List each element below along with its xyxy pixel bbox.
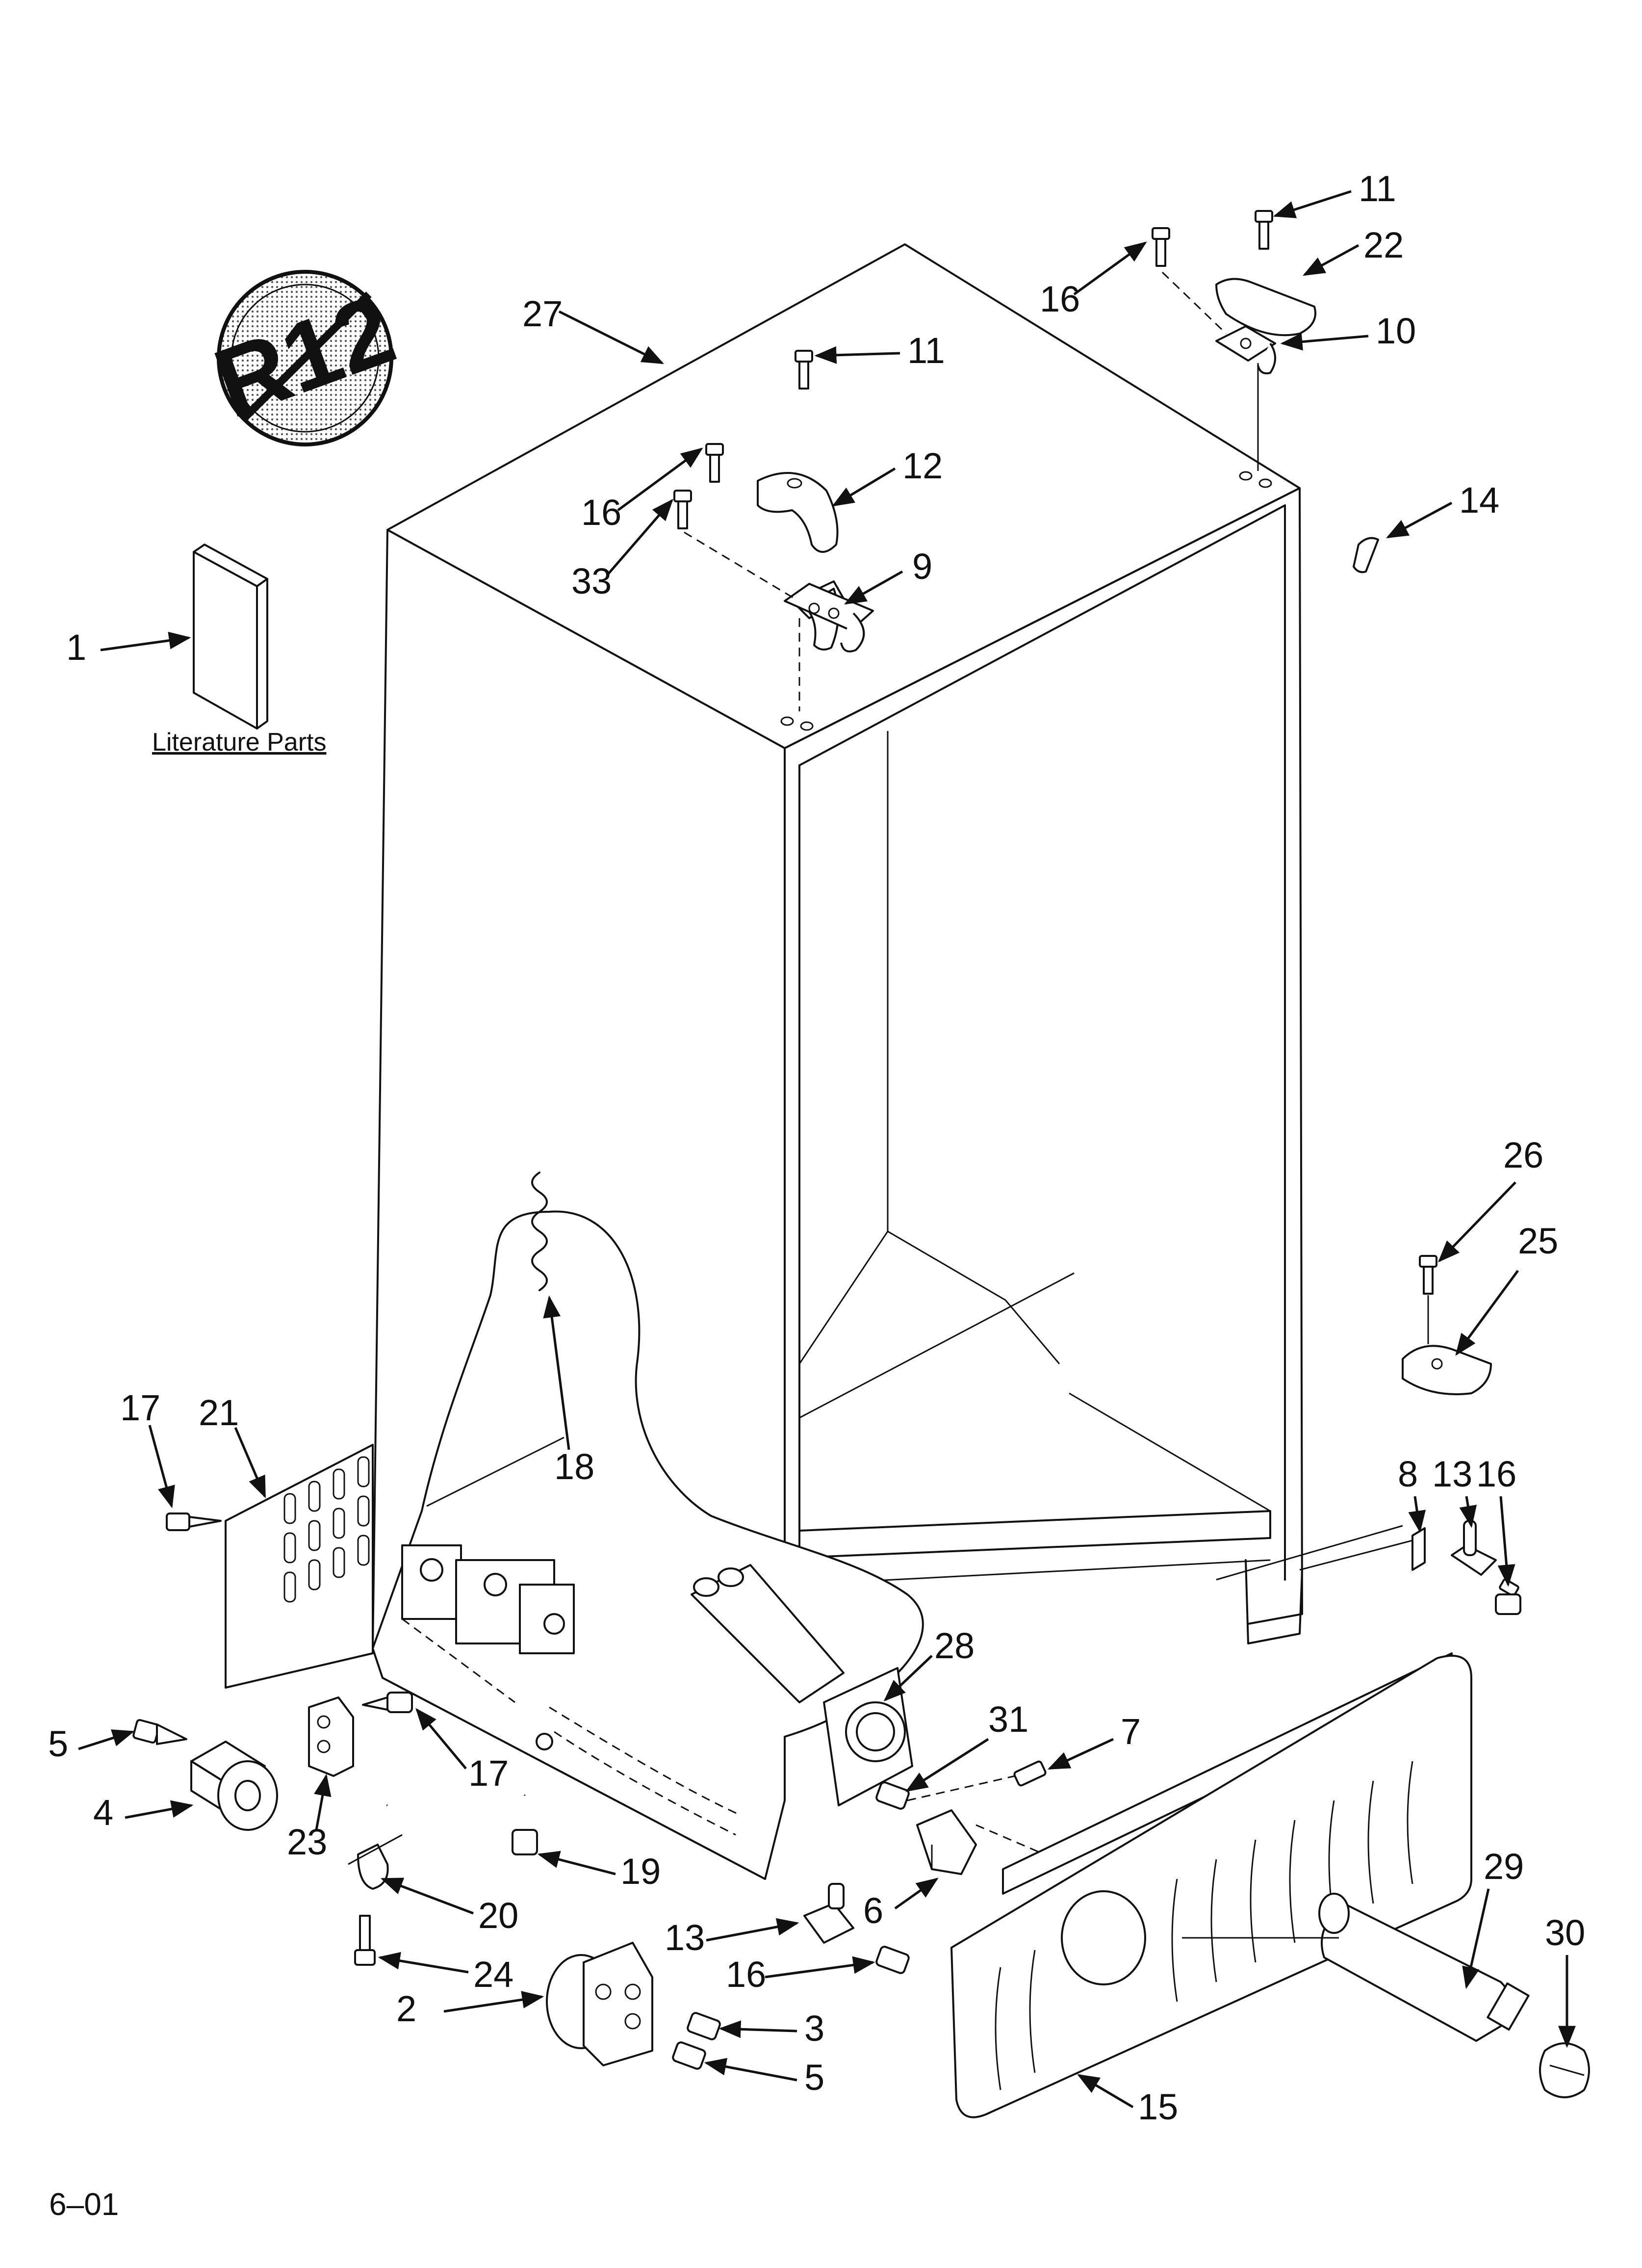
callout-21: 21	[199, 1392, 239, 1433]
top-hinge-right	[1215, 325, 1276, 374]
literature-parts-booklet	[193, 544, 268, 730]
hinge-cover-12	[757, 472, 839, 553]
screw-3	[687, 2012, 721, 2040]
callout-28: 28	[934, 1625, 975, 1666]
screw-5-front	[672, 2041, 706, 2070]
clip-6	[916, 1809, 977, 1875]
plug-14	[1353, 537, 1379, 574]
panel-vents	[283, 1456, 370, 1603]
clamp-20	[348, 1834, 403, 1890]
callout-7: 7	[1121, 1711, 1141, 1752]
callout-24: 24	[473, 1954, 513, 1995]
leader-arrows	[78, 190, 1576, 2109]
tube-19	[385, 1795, 538, 1860]
callout-31: 31	[988, 1699, 1028, 1740]
callout-11-right: 11	[1359, 168, 1396, 209]
callout-5-left: 5	[48, 1723, 68, 1764]
callout-11-top: 11	[907, 330, 945, 371]
literature-parts-caption: Literature Parts	[152, 728, 327, 756]
water-filter	[1318, 1893, 1530, 2042]
callout-30: 30	[1545, 1912, 1585, 1953]
callout-1: 1	[66, 627, 86, 668]
callout-6: 6	[863, 1890, 883, 1931]
screw-16-right	[1152, 227, 1170, 267]
callout-4: 4	[93, 1792, 113, 1833]
base-grille	[950, 1652, 1472, 2118]
bottom-hinge-right	[1299, 1255, 1521, 1615]
callout-3: 3	[804, 2008, 824, 2049]
bracket-23	[308, 1696, 354, 1777]
callout-2: 2	[396, 1988, 416, 2029]
screw-7	[1013, 1760, 1047, 1787]
callout-23: 23	[287, 1822, 327, 1862]
callout-25: 25	[1518, 1221, 1558, 1261]
callout-33: 33	[571, 561, 612, 601]
screw-16-front	[875, 1946, 910, 1974]
screw-5-left	[132, 1719, 187, 1745]
screw-17-bracket	[362, 1692, 413, 1713]
page-code: 6–01	[49, 2187, 119, 2222]
screw-11-top	[795, 350, 813, 390]
cutaway-view	[372, 1172, 924, 1880]
screw-11-right	[1255, 210, 1273, 250]
drain-tube	[531, 1172, 548, 1291]
valve-assembly	[401, 1544, 575, 1703]
callout-13-right: 13	[1432, 1454, 1472, 1494]
callout-29: 29	[1484, 1846, 1524, 1887]
callout-15: 15	[1138, 2086, 1178, 2127]
no-r12-symbol: R12	[201, 270, 408, 446]
callout-20: 20	[478, 1895, 518, 1936]
callout-16-right: 16	[1040, 279, 1080, 319]
callout-27: 27	[522, 293, 563, 334]
grille-slots	[995, 1761, 1413, 2090]
callout-13-front: 13	[665, 1917, 705, 1958]
callout-17-bracket: 17	[468, 1753, 509, 1794]
callout-10: 10	[1376, 311, 1416, 351]
clip-13-front	[803, 1883, 854, 1944]
front-roller-assembly	[546, 1942, 653, 2066]
top-hinge-left	[784, 580, 874, 652]
screw-16-top	[705, 443, 724, 483]
screw-17-panel	[166, 1512, 222, 1531]
callout-12: 12	[902, 445, 943, 486]
callout-26: 26	[1503, 1135, 1543, 1175]
callout-16-top: 16	[581, 492, 621, 533]
callout-17-panel: 17	[120, 1387, 160, 1428]
callout-18: 18	[554, 1446, 594, 1487]
screw-33	[673, 490, 692, 529]
screw-31	[875, 1781, 910, 1810]
callout-19: 19	[620, 1851, 661, 1892]
callout-16-front: 16	[726, 1954, 766, 1995]
callout-22: 22	[1363, 225, 1404, 265]
callout-5-front: 5	[804, 2057, 824, 2098]
screw-24	[354, 1915, 376, 1966]
callout-14: 14	[1459, 480, 1499, 521]
callout-9: 9	[912, 546, 932, 587]
callout-8: 8	[1398, 1454, 1418, 1494]
water-inlet-housing	[691, 1564, 913, 1806]
callout-16-hinge: 16	[1476, 1454, 1516, 1494]
hinge-cover-22	[1215, 278, 1316, 337]
filter-cap	[1539, 2042, 1590, 2098]
rear-access-panel	[225, 1444, 374, 1689]
leveling-roller	[190, 1741, 278, 1831]
